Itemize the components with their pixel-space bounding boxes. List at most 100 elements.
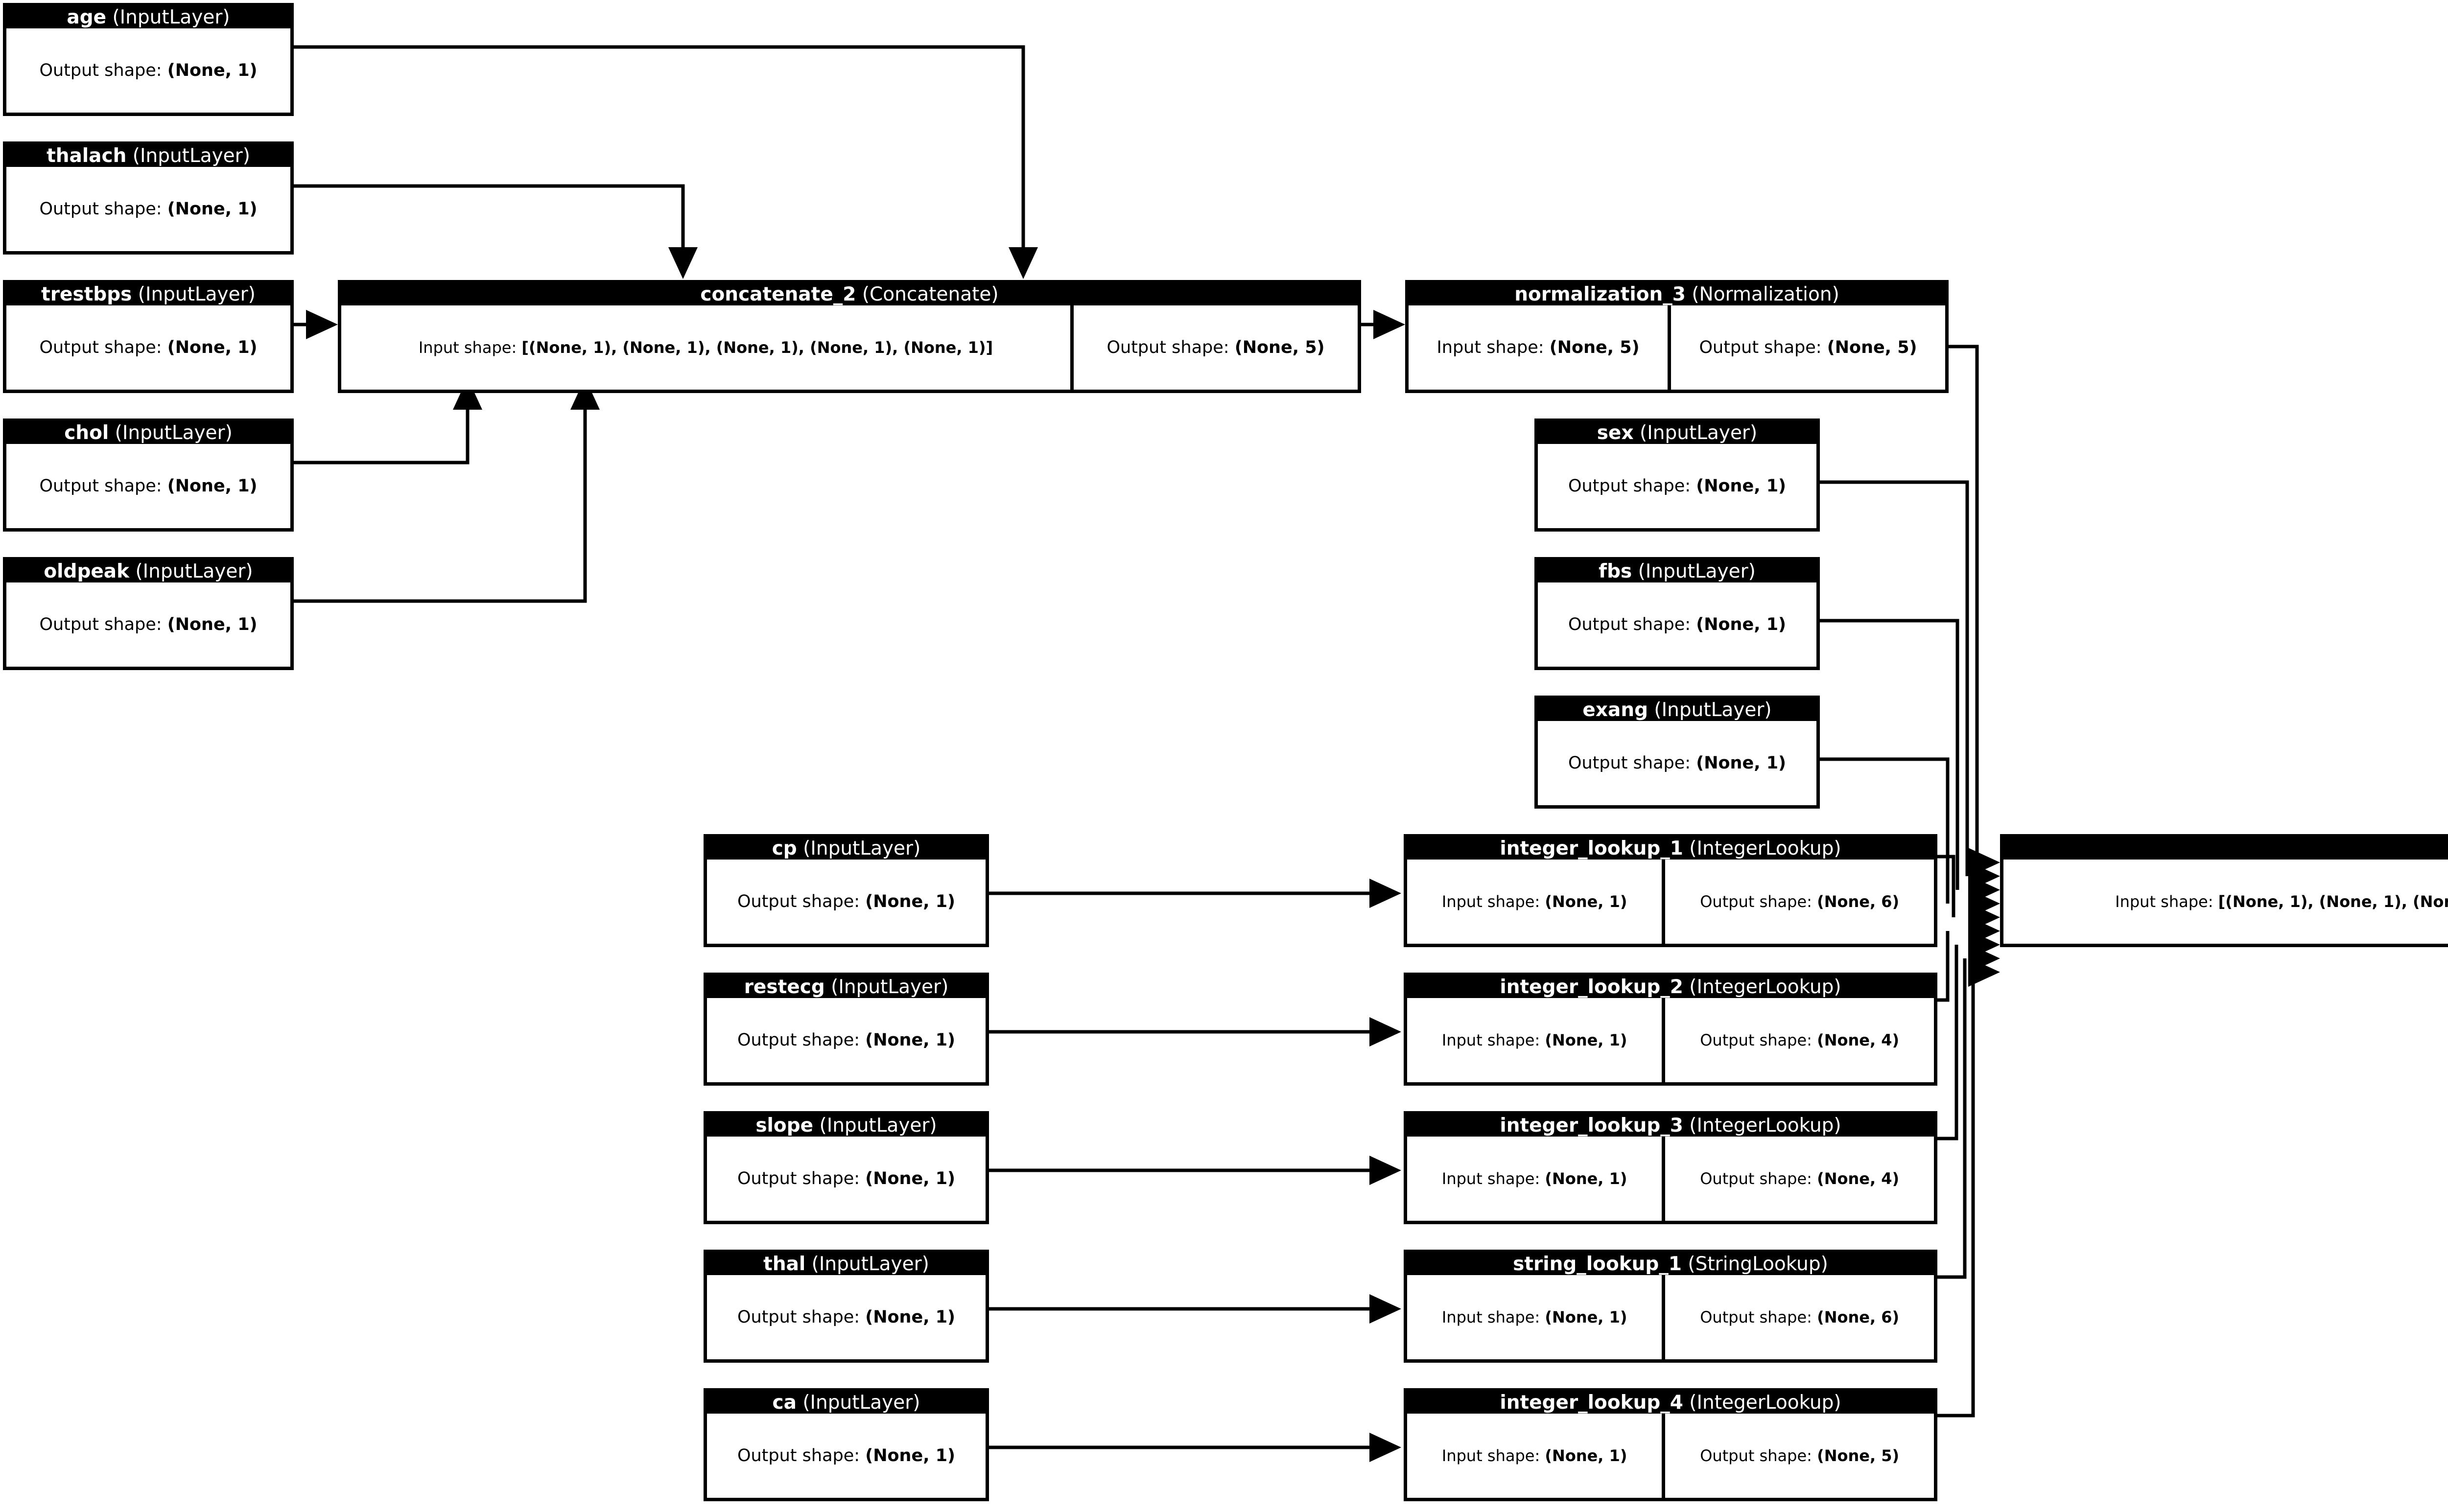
node-string-lookup-1-title: string_lookup_1: [1513, 1253, 1682, 1275]
node-thal-output-value: (None, 1): [865, 1307, 956, 1327]
node-integer-lookup-1-output-cell: Output shape: (None, 6): [1662, 860, 1934, 944]
output-shape-label: Output shape:: [1568, 753, 1691, 773]
node-concatenate-2[interactable]: concatenate_2 (Concatenate) Input shape:…: [338, 280, 1361, 393]
node-integer-lookup-4-output-value: (None, 5): [1817, 1446, 1900, 1465]
node-normalization-3-input-cell: Input shape: (None, 5): [1409, 305, 1668, 390]
node-sex-output-value: (None, 1): [1696, 476, 1787, 496]
node-trestbps-title: trestbps: [41, 283, 132, 305]
output-shape-label: Output shape:: [1106, 338, 1229, 357]
node-integer-lookup-3[interactable]: integer_lookup_3 (IntegerLookup) Input s…: [1404, 1111, 1937, 1224]
node-age-type: (InputLayer): [112, 6, 230, 28]
node-exang-title: exang: [1582, 699, 1648, 721]
node-fbs-title: fbs: [1599, 560, 1632, 582]
node-fbs-output-value: (None, 1): [1696, 615, 1787, 634]
node-sex-body: Output shape: (None, 1): [1538, 444, 1816, 528]
node-thal-body: Output shape: (None, 1): [707, 1275, 986, 1359]
node-integer-lookup-3-input-value: (None, 1): [1545, 1169, 1627, 1188]
node-normalization-3[interactable]: normalization_3 (Normalization) Input sh…: [1405, 280, 1949, 393]
output-shape-label: Output shape:: [1699, 338, 1822, 357]
node-integer-lookup-2-input-cell: Input shape: (None, 1): [1407, 998, 1662, 1082]
node-normalization-3-title: normalization_3: [1514, 283, 1686, 305]
node-integer-lookup-1[interactable]: integer_lookup_1 (IntegerLookup) Input s…: [1404, 834, 1937, 947]
output-shape-label: Output shape:: [1700, 1169, 1812, 1188]
node-exang-output-value: (None, 1): [1696, 753, 1787, 773]
node-ca-output-value: (None, 1): [865, 1446, 956, 1465]
edge-age-to-concatenate-2: [294, 45, 1038, 279]
edge-integer-lookup-2-to-concatenate-3: [1937, 916, 2000, 1002]
node-fbs[interactable]: fbs (InputLayer) Output shape: (None, 1): [1534, 557, 1820, 670]
node-integer-lookup-4-output-cell: Output shape: (None, 5): [1662, 1414, 1934, 1498]
node-integer-lookup-1-input-cell: Input shape: (None, 1): [1407, 860, 1662, 944]
node-concatenate-2-input-cell: Input shape: [(None, 1), (None, 1), (Non…: [341, 305, 1070, 390]
edge-string-lookup-1-to-concatenate-3: [1937, 944, 2000, 1279]
node-cp-header: cp (InputLayer): [707, 837, 986, 860]
node-integer-lookup-4-type: (IntegerLookup): [1689, 1392, 1841, 1414]
node-string-lookup-1-output-value: (None, 6): [1817, 1308, 1900, 1326]
node-integer-lookup-3-header: integer_lookup_3 (IntegerLookup): [1407, 1115, 1934, 1137]
node-ca-title: ca: [772, 1392, 797, 1414]
node-trestbps-body: Output shape: (None, 1): [6, 305, 290, 390]
edge-cp-to-integer-lookup-1: [989, 879, 1401, 908]
edge-integer-lookup-3-to-concatenate-3: [1937, 930, 2000, 1140]
node-sex-output-cell: Output shape: (None, 1): [1538, 444, 1816, 528]
node-string-lookup-1-header: string_lookup_1 (StringLookup): [1407, 1253, 1934, 1275]
node-thal[interactable]: thal (InputLayer) Output shape: (None, 1…: [704, 1250, 989, 1363]
node-age-title: age: [67, 6, 107, 28]
input-shape-label: Input shape:: [2115, 892, 2213, 911]
output-shape-label: Output shape:: [737, 1446, 860, 1465]
node-integer-lookup-1-type: (IntegerLookup): [1689, 837, 1841, 860]
node-oldpeak-type: (InputLayer): [135, 560, 253, 582]
node-thalach-body: Output shape: (None, 1): [6, 167, 290, 251]
node-age-header: age (InputLayer): [6, 6, 290, 28]
edge-normalization-3-to-concatenate-3: [1949, 345, 2000, 877]
node-concatenate-2-header: concatenate_2 (Concatenate): [341, 283, 1358, 305]
node-age[interactable]: age (InputLayer) Output shape: (None, 1): [3, 3, 294, 116]
node-restecg-output-cell: Output shape: (None, 1): [707, 998, 986, 1082]
node-restecg[interactable]: restecg (InputLayer) Output shape: (None…: [704, 973, 989, 1086]
node-concatenate-2-input-value: [(None, 1), (None, 1), (None, 1), (None,…: [521, 338, 993, 357]
node-slope-title: slope: [755, 1115, 814, 1137]
node-trestbps-header: trestbps (InputLayer): [6, 283, 290, 305]
node-fbs-type: (InputLayer): [1638, 560, 1756, 582]
node-string-lookup-1-type: (StringLookup): [1688, 1253, 1828, 1275]
node-thalach-type: (InputLayer): [132, 145, 250, 167]
node-chol-output-cell: Output shape: (None, 1): [6, 444, 290, 528]
node-age-output-value: (None, 1): [167, 61, 258, 80]
node-integer-lookup-4[interactable]: integer_lookup_4 (IntegerLookup) Input s…: [1404, 1388, 1937, 1501]
node-ca[interactable]: ca (InputLayer) Output shape: (None, 1): [704, 1388, 989, 1501]
node-restecg-header: restecg (InputLayer): [707, 976, 986, 998]
node-restecg-body: Output shape: (None, 1): [707, 998, 986, 1082]
output-shape-label: Output shape:: [737, 1307, 860, 1327]
node-cp-output-cell: Output shape: (None, 1): [707, 860, 986, 944]
output-shape-label: Output shape:: [39, 476, 162, 496]
node-trestbps[interactable]: trestbps (InputLayer) Output shape: (Non…: [3, 280, 294, 393]
node-cp[interactable]: cp (InputLayer) Output shape: (None, 1): [704, 834, 989, 947]
node-slope-type: (InputLayer): [819, 1115, 937, 1137]
node-chol-output-value: (None, 1): [167, 476, 258, 496]
node-oldpeak-body: Output shape: (None, 1): [6, 582, 290, 667]
node-exang[interactable]: exang (InputLayer) Output shape: (None, …: [1534, 696, 1820, 809]
node-integer-lookup-4-input-value: (None, 1): [1545, 1446, 1627, 1465]
node-concatenate-2-body: Input shape: [(None, 1), (None, 1), (Non…: [341, 305, 1358, 390]
node-integer-lookup-2[interactable]: integer_lookup_2 (IntegerLookup) Input s…: [1404, 973, 1937, 1086]
node-concatenate-3[interactable]: concatenate_3 (Concatenate) Input shape:…: [2000, 834, 2448, 947]
node-integer-lookup-4-header: integer_lookup_4 (IntegerLookup): [1407, 1392, 1934, 1414]
edge-trestbps-to-concatenate-2: [294, 310, 338, 339]
node-ca-type: (InputLayer): [802, 1392, 920, 1414]
node-oldpeak[interactable]: oldpeak (InputLayer) Output shape: (None…: [3, 557, 294, 670]
node-integer-lookup-3-body: Input shape: (None, 1) Output shape: (No…: [1407, 1137, 1934, 1221]
node-string-lookup-1-input-cell: Input shape: (None, 1): [1407, 1275, 1662, 1359]
node-concatenate-2-title: concatenate_2: [700, 283, 856, 305]
node-integer-lookup-2-body: Input shape: (None, 1) Output shape: (No…: [1407, 998, 1934, 1082]
node-sex[interactable]: sex (InputLayer) Output shape: (None, 1): [1534, 419, 1820, 532]
node-normalization-3-type: (Normalization): [1692, 283, 1839, 305]
node-trestbps-output-cell: Output shape: (None, 1): [6, 305, 290, 390]
node-string-lookup-1[interactable]: string_lookup_1 (StringLookup) Input sha…: [1404, 1250, 1937, 1363]
node-normalization-3-body: Input shape: (None, 5) Output shape: (No…: [1409, 305, 1946, 390]
output-shape-label: Output shape:: [39, 199, 162, 219]
node-slope[interactable]: slope (InputLayer) Output shape: (None, …: [704, 1111, 989, 1224]
node-chol[interactable]: chol (InputLayer) Output shape: (None, 1…: [3, 419, 294, 532]
node-ca-header: ca (InputLayer): [707, 1392, 986, 1414]
node-thalach[interactable]: thalach (InputLayer) Output shape: (None…: [3, 141, 294, 255]
node-thal-type: (InputLayer): [811, 1253, 929, 1275]
